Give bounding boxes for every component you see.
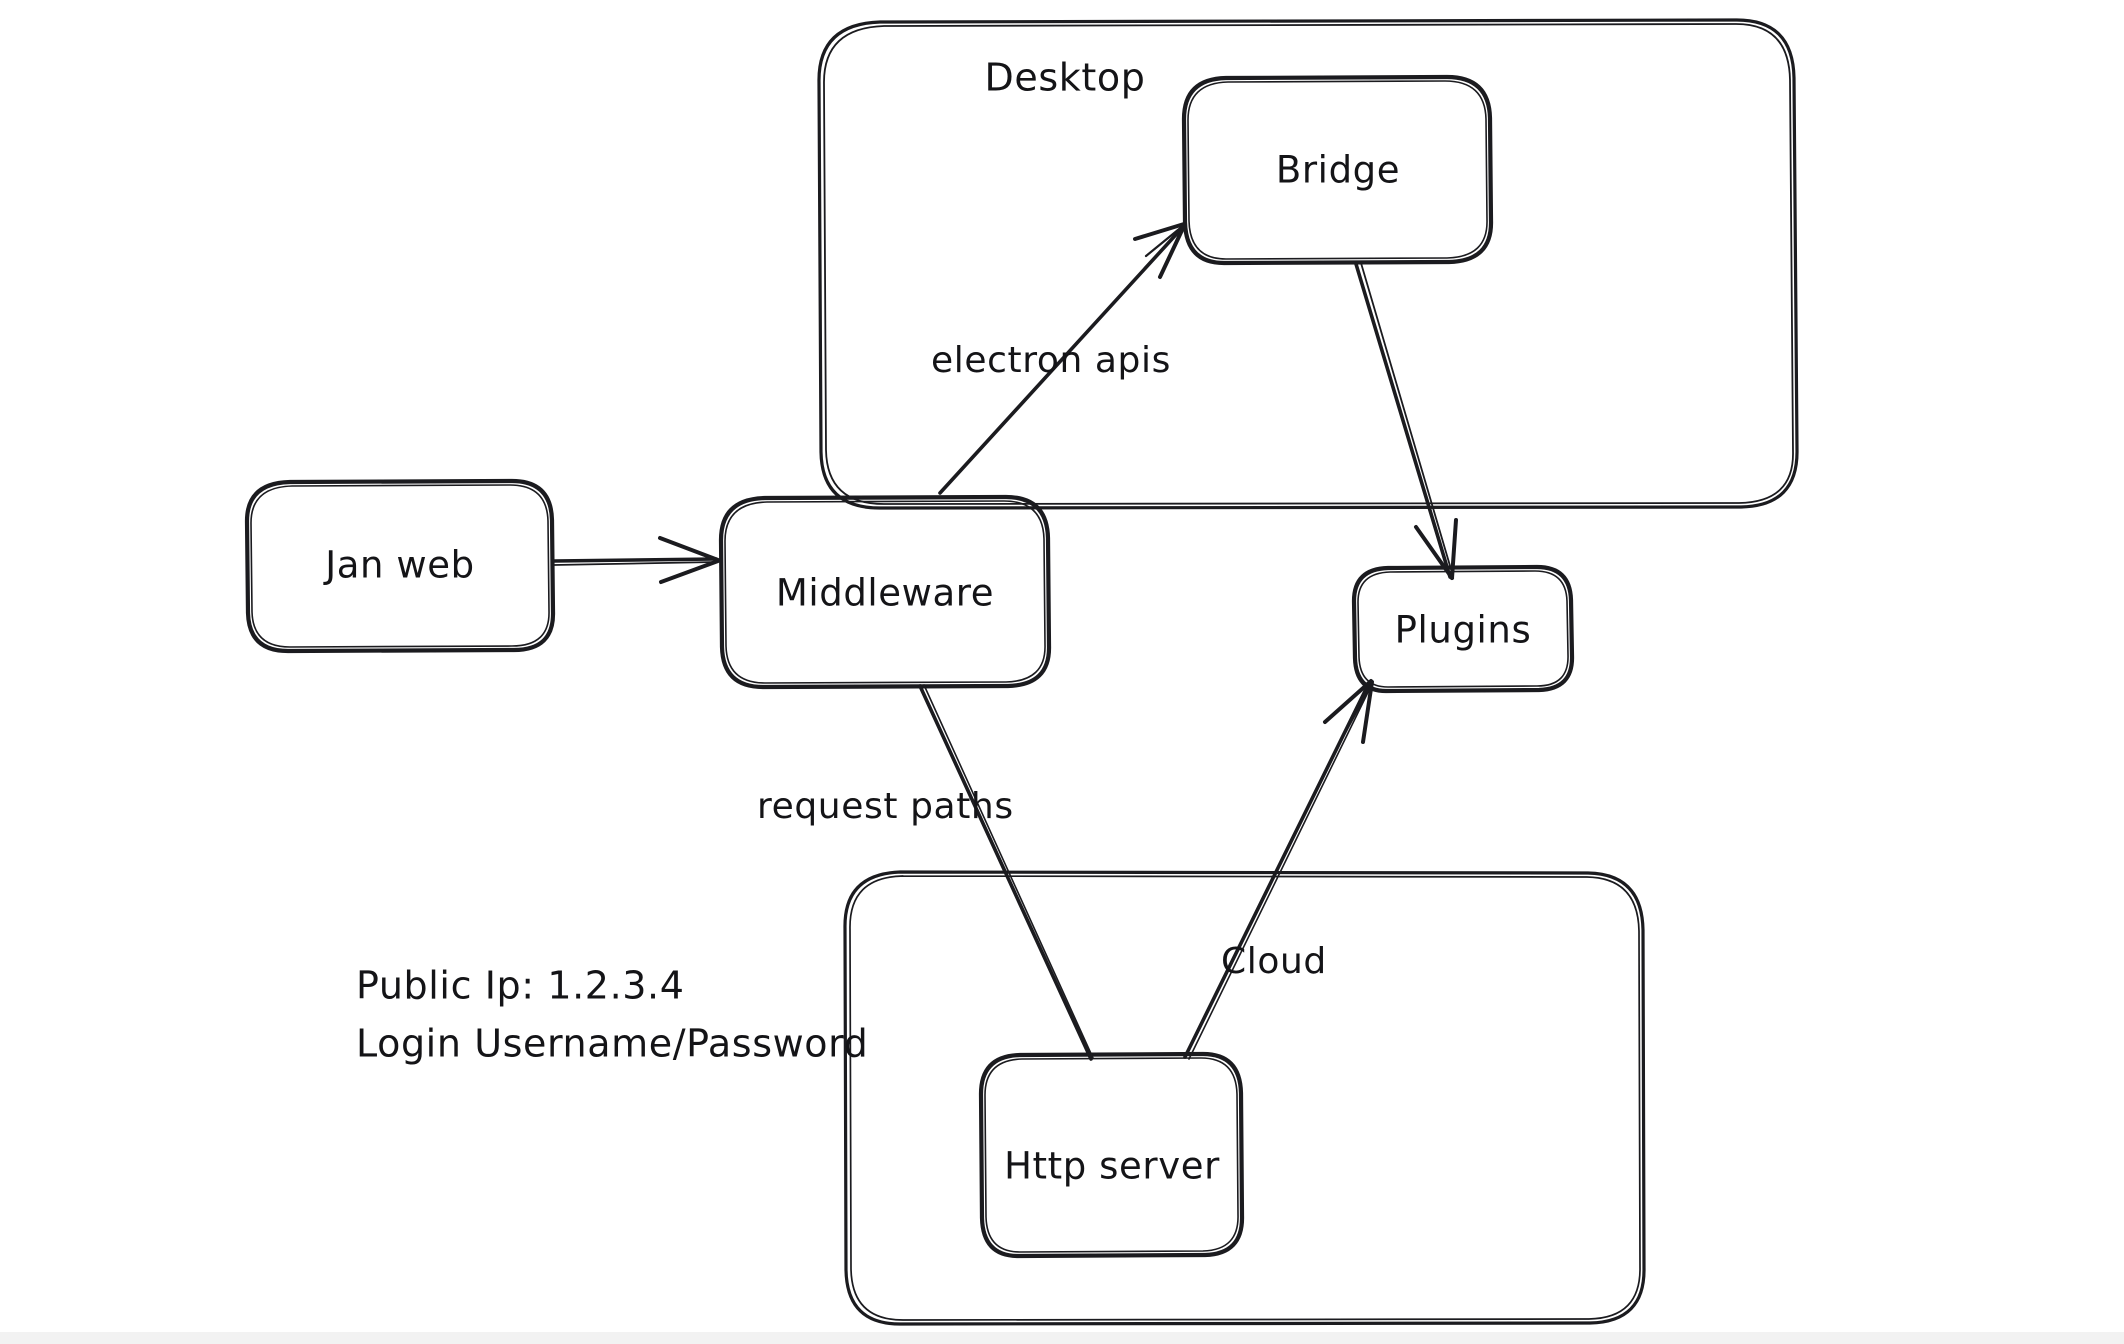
edge-label-cloud: Cloud: [1221, 941, 1327, 982]
edge-middleware-to-bridge[interactable]: [938, 222, 1186, 495]
edge-jan-web-to-middleware[interactable]: [552, 536, 720, 584]
node-bridge-label: Bridge: [1276, 149, 1400, 192]
bottom-edge-strip: [0, 1332, 2124, 1344]
node-plugins[interactable]: Plugins: [1351, 564, 1575, 694]
node-http-server[interactable]: Http server: [978, 1051, 1245, 1259]
note-login-credentials: Login Username/Password: [356, 1022, 868, 1066]
node-bridge[interactable]: Bridge: [1181, 74, 1494, 266]
node-middleware-label: Middleware: [776, 572, 994, 615]
group-desktop-label: Desktop: [985, 56, 1146, 100]
edge-bridge-to-plugins[interactable]: [1354, 262, 1458, 580]
group-cloud[interactable]: [843, 870, 1646, 1326]
node-jan-web[interactable]: Jan web: [244, 478, 556, 654]
node-middleware[interactable]: Middleware: [718, 494, 1052, 690]
note-public-ip: Public Ip: 1.2.3.4: [356, 964, 685, 1008]
group-desktop[interactable]: [817, 18, 1799, 510]
node-http-server-label: Http server: [1004, 1145, 1220, 1188]
node-jan-web-label: Jan web: [323, 544, 475, 587]
edge-label-electron-apis: electron apis: [931, 340, 1171, 381]
edge-label-request-paths: request paths: [757, 786, 1014, 827]
edge-http-server-to-plugins[interactable]: [1183, 679, 1374, 1060]
node-plugins-label: Plugins: [1395, 609, 1532, 652]
edge-middleware-to-http-server[interactable]: [918, 684, 1094, 1061]
